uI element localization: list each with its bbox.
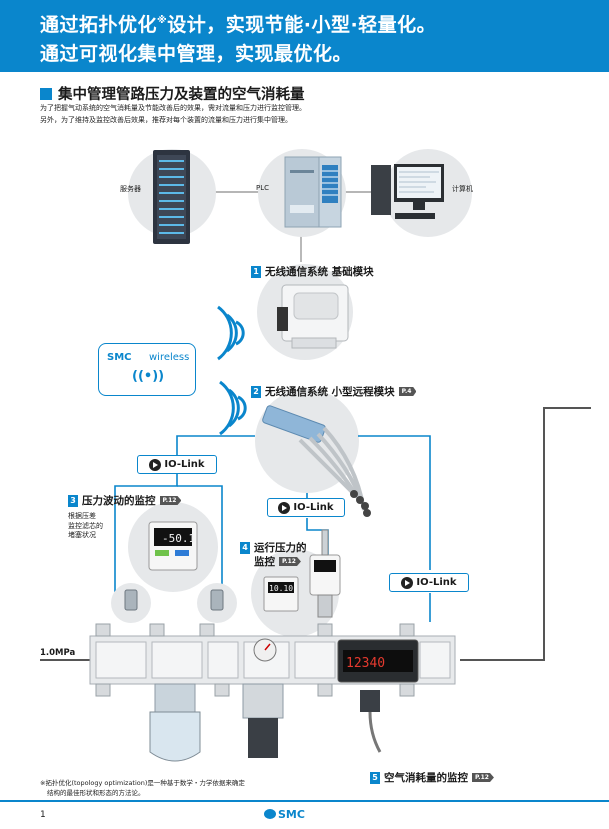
page-ref-link[interactable]: P.12 (159, 496, 182, 505)
section-title: 集中管理管路压力及装置的空气消耗量 (40, 83, 305, 104)
io-link-lines (114, 435, 431, 622)
wireless-text: wireless (149, 352, 190, 363)
operating-pressure-value: 10.10 (269, 584, 293, 593)
footnote-line-1: ※拓扑优化(topology optimization)是一种基于数学・力学依据… (40, 779, 245, 787)
headline-2: 通过可视化集中管理，实现最优化。 (40, 43, 353, 65)
page-ref-link[interactable]: P.12 (279, 557, 301, 566)
step-3-label: 3 压力波动的监控 P.12 (68, 493, 182, 508)
page-number: 1 (40, 810, 46, 820)
pressure-switch-device (148, 521, 198, 571)
io-link-icon (149, 458, 162, 471)
wifi-signal-icon-2 (219, 380, 247, 436)
pressure-display-value: -50.1 (162, 532, 195, 545)
page-ref-link[interactable]: P.12 (472, 773, 494, 782)
step-number: 4 (240, 541, 250, 554)
io-link-badge-1: IO-Link (137, 455, 217, 474)
step-1-label: 1 无线通信系统 基础模块 (251, 264, 374, 279)
outlet-pipe (460, 407, 591, 661)
page-ref-link[interactable]: P.4 (398, 387, 417, 396)
step-4-label: 4 运行压力的 (240, 540, 307, 555)
smc-logo-icon (264, 809, 276, 819)
computer-icon (371, 164, 444, 219)
step-5-label: 5 空气消耗量的监控 P.12 (370, 770, 494, 785)
smc-brand: SMC (107, 352, 132, 363)
supply-pressure-label: 1.0MPa (40, 648, 76, 658)
plc-cabinet-icon (284, 156, 342, 228)
io-link-badge-2: IO-Link (267, 498, 345, 517)
wireless-signal-icon: ((•)) (132, 369, 165, 384)
server-label: 服务器 (120, 185, 141, 193)
smc-wireless-badge: SMC wireless ((•)) (98, 343, 196, 396)
operating-pressure-device (263, 529, 341, 618)
headline-1: 通过拓扑优化※设计，实现节能·小型·轻量化。 (40, 14, 437, 36)
io-link-icon (278, 501, 291, 514)
step-number: 1 (251, 265, 261, 278)
footnote-line-2: 结构的最佳形状和形态的方法论。 (47, 789, 145, 797)
frl-unit (89, 623, 456, 762)
page-header: 通过拓扑优化※设计，实现节能·小型·轻量化。 通过可视化集中管理，实现最优化。 (0, 0, 609, 72)
step-4-label-line2: 监控 P.12 (254, 554, 301, 569)
flow-display-value: 12340 (346, 656, 385, 671)
step-2-label: 2 无线通信系统 小型远程模块 P.4 (251, 384, 417, 399)
remote-module-device (262, 405, 371, 517)
intro-line-1: 为了把握气动系统的空气消耗量及节能改善后的效果，需对流量和压力进行监控管理。 (40, 104, 306, 112)
plc-label: PLC (256, 184, 270, 192)
step-number: 3 (68, 494, 78, 507)
section-square-icon (40, 87, 52, 100)
io-link-icon (401, 576, 414, 589)
step-number: 5 (370, 771, 380, 784)
base-module-device (277, 284, 349, 349)
footer-brand: SMC (278, 808, 305, 821)
computer-label: 计算机 (452, 185, 473, 193)
pressure-sensors (124, 589, 224, 611)
filter-clog-note: 根据压差 监控滤芯的 堵塞状况 (68, 512, 103, 539)
intro-line-2: 另外，为了维持及监控改善后效果，推荐对每个装置的流量和压力进行集中管理。 (40, 116, 292, 124)
io-link-badge-3: IO-Link (389, 573, 469, 592)
step-number: 2 (251, 385, 261, 398)
footer-divider (0, 800, 609, 802)
wifi-signal-icon (217, 305, 245, 361)
server-rack-icon (153, 150, 190, 244)
